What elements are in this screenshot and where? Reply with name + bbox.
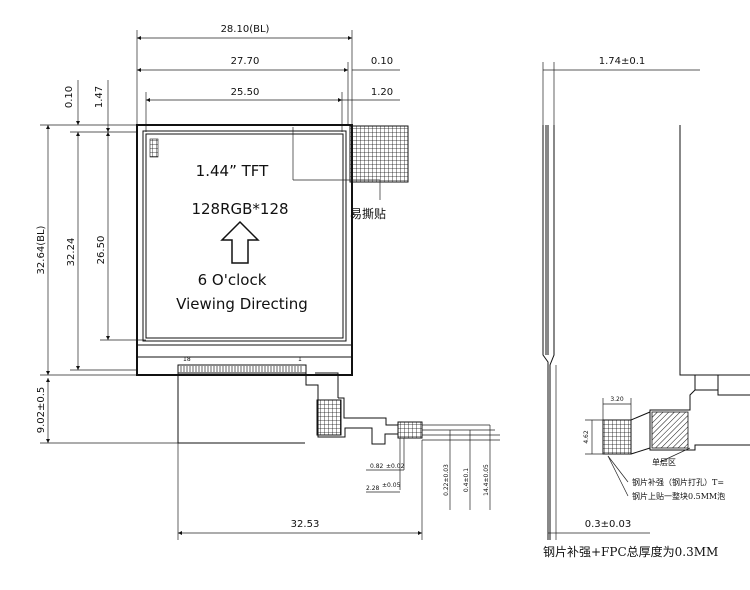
- dim-right-margin: 1.20: [342, 87, 400, 101]
- single-layer-area: [651, 411, 689, 449]
- pin-first-label: 18: [183, 356, 191, 363]
- pin-last-label: 1: [298, 356, 302, 363]
- bottom-width-label: 32.53: [291, 519, 320, 530]
- display-frame: [142, 130, 347, 342]
- fpc-stiffener: [316, 399, 342, 436]
- stiffener-height-label: 4.62: [583, 430, 590, 444]
- fpc-contacts: [397, 421, 423, 439]
- steel-thickness-label: 0.3±0.03: [585, 519, 632, 530]
- side-view: 1.74±0.1 0.3±0.03 钢片补强+FPC总厚度为0.3MM 3.20: [542, 56, 750, 559]
- outline-width-label: 27.70: [231, 56, 260, 67]
- thickness-label: 1.74±0.1: [599, 56, 646, 67]
- resolution-label: 128RGB*128: [191, 200, 288, 218]
- dim-outline-height: 32.24: [66, 132, 137, 371]
- pin-tol-label: ±0.05: [382, 482, 401, 489]
- dim-right-offset: 0.10: [352, 56, 400, 71]
- stiffener-label: 0.4±0.1: [463, 468, 470, 492]
- overall-width-label: 28.10(BL): [221, 24, 270, 35]
- dim-steel: 0.3±0.03: [548, 519, 650, 534]
- fpc-total-label: 14.4±0.05: [483, 464, 490, 496]
- dim-top-offsets: 0.10 1.47: [40, 80, 137, 133]
- note-line1: 钢片补强（钢片打孔）T=: [632, 477, 724, 487]
- note-line2: 钢片上贴一整块0.5MM泡: [632, 491, 725, 501]
- overall-height-label: 32.64(BL): [36, 225, 47, 274]
- viewing-line2-label: Viewing Directing: [176, 295, 308, 313]
- outline-height-label: 32.24: [66, 238, 77, 267]
- front-view: 28.10(BL) 27.70 0.10 25.50 1.20: [36, 24, 500, 540]
- pixel-marker-icon: [149, 138, 159, 158]
- single-layer-label: 单层区: [652, 457, 676, 467]
- back-body-outline: [679, 125, 750, 376]
- connector-pins: [180, 366, 302, 372]
- pin-width-label: 2.28: [366, 485, 380, 492]
- side-caption: 钢片补强+FPC总厚度为0.3MM: [543, 544, 718, 559]
- dim-bottom-width: 32.53: [177, 440, 423, 540]
- module-outline: [136, 124, 353, 376]
- right-margin-label: 1.20: [371, 87, 393, 98]
- dim-outline-width: 27.70: [137, 56, 349, 125]
- pitch-tol-label: ±0.02: [386, 463, 405, 470]
- viewing-line1-label: 6 O'clock: [198, 271, 267, 289]
- dim-overall-height: 32.64(BL): [36, 124, 137, 376]
- fpc-outline: [177, 372, 500, 445]
- screen-size-label: 1.44” TFT: [196, 162, 269, 180]
- top-offset-label: 0.10: [64, 86, 75, 108]
- active-area: [145, 133, 344, 339]
- peel-tab: [349, 125, 409, 183]
- dim-thickness: 1.74±0.1: [542, 56, 700, 125]
- active-width-label: 25.50: [231, 87, 260, 98]
- right-offset-label: 0.10: [371, 56, 393, 67]
- fpc-length-label: 9.02±0.5: [36, 387, 47, 434]
- stiffener-width-label: 3.20: [610, 396, 624, 403]
- side-panel-outline: [542, 125, 549, 540]
- dim-active-height: 26.50: [96, 132, 146, 341]
- dim-fpc-small: 0.82 ±0.02 2.28 ±0.05 0.22±0.03 0.4±0.1 …: [366, 425, 491, 510]
- stiffener-block: [602, 419, 632, 455]
- dim-fpc-length: 9.02±0.5: [36, 378, 180, 444]
- fpc-thickness-label: 0.22±0.03: [443, 464, 450, 496]
- pitch-label: 0.82: [370, 463, 384, 470]
- viewing-direction-arrow-icon: [220, 220, 260, 264]
- peel-label: 易撕贴: [350, 207, 386, 221]
- active-height-label: 26.50: [96, 236, 107, 265]
- connector-strip: [177, 364, 307, 374]
- top-margin-label: 1.47: [94, 86, 105, 108]
- dim-overall-width: 28.10(BL): [136, 24, 353, 125]
